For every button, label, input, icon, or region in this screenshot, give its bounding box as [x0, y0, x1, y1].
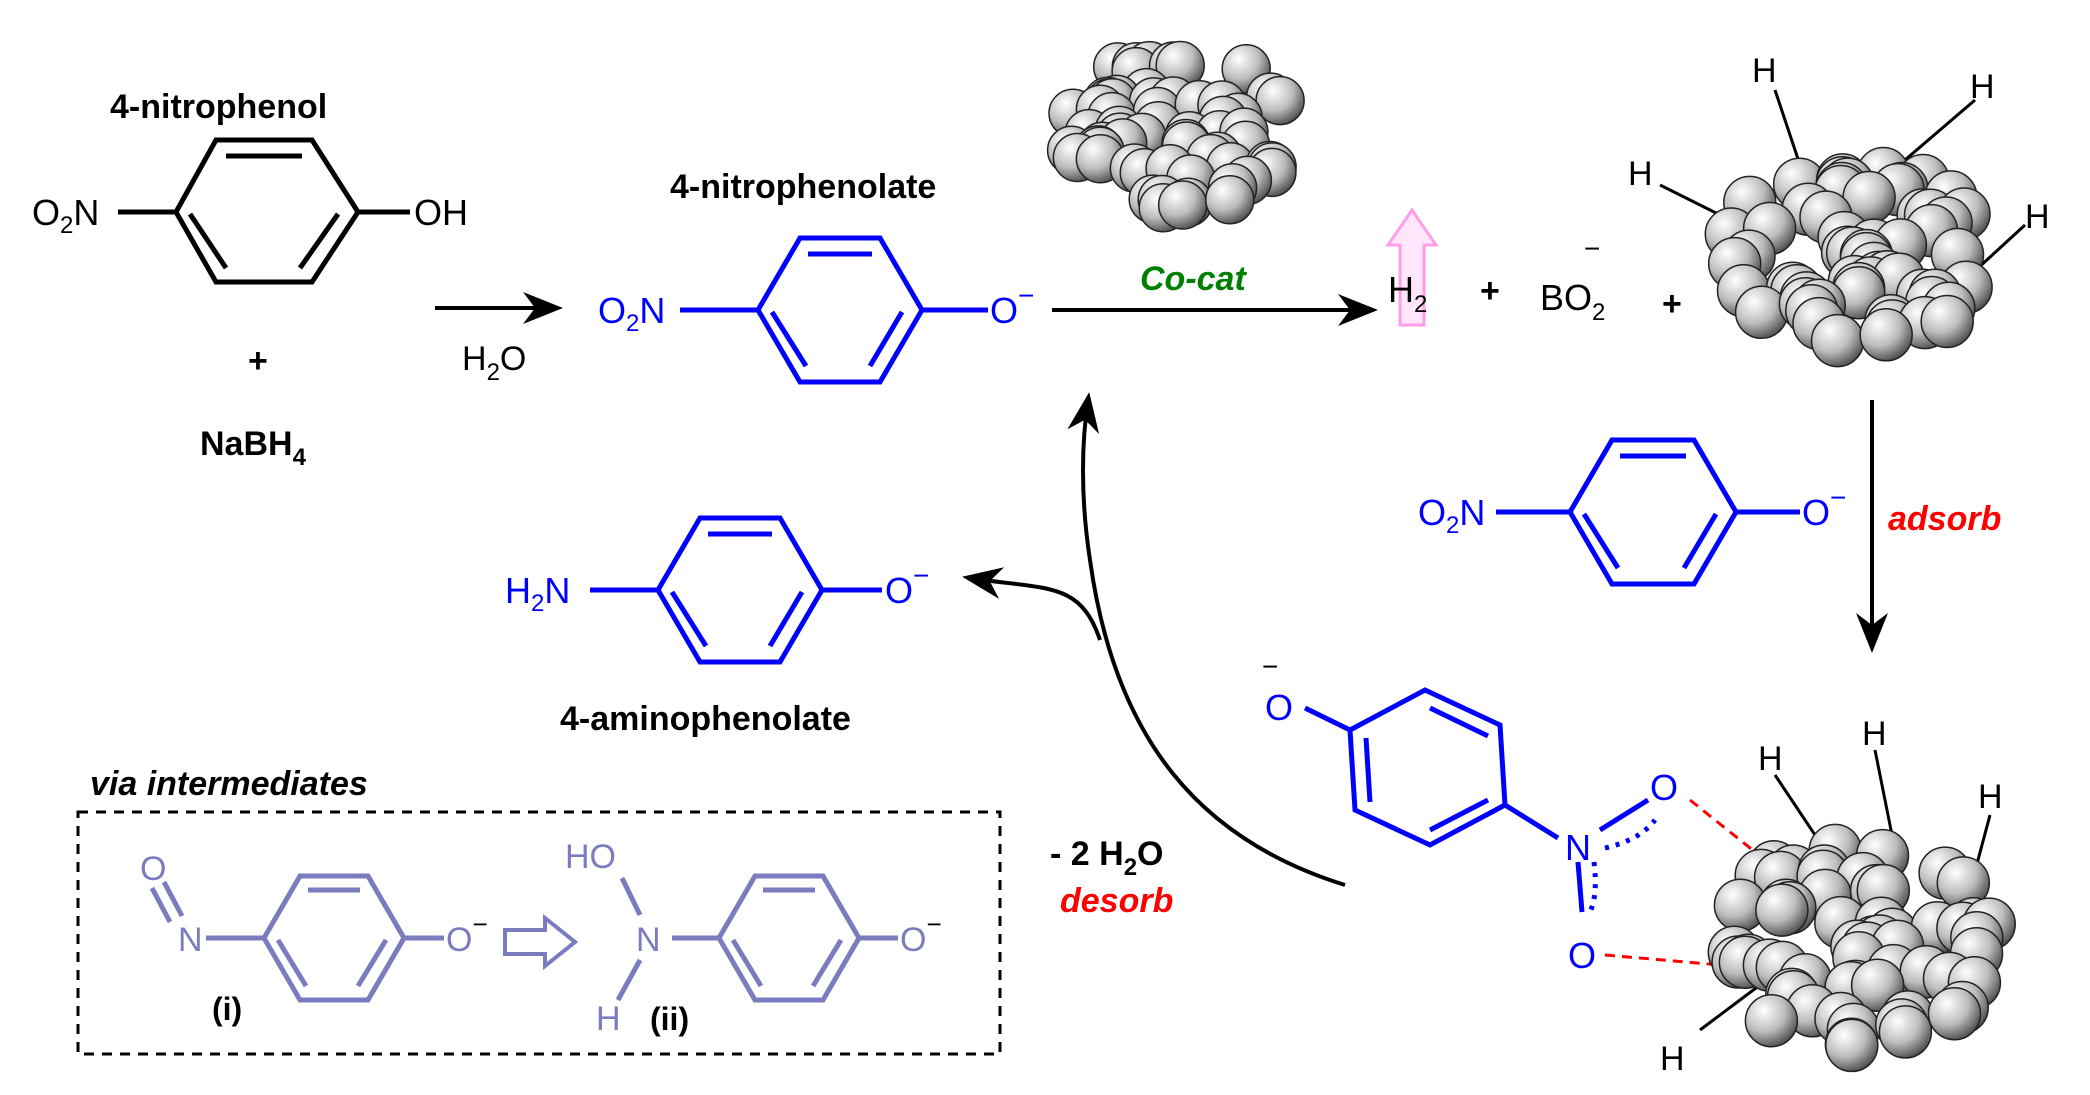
hydrogen-atom: H [1660, 1040, 1685, 1078]
plus-sign: + [1662, 285, 1682, 323]
metal-atom-sphere [1927, 986, 1982, 1041]
nitrophenol-label: 4-nitrophenol [110, 88, 327, 126]
intermediates-heading: via intermediates [90, 765, 368, 803]
hydrogen-atom: H [1752, 52, 1777, 90]
benzene-ring [615, 873, 898, 1003]
hydrogen-atom: H [1862, 715, 1887, 753]
amine-hydrogen: H [596, 1000, 621, 1038]
cobalt-nanoparticle-icon [1704, 146, 1993, 368]
cobalt-nanoparticle-icon [1046, 40, 1305, 233]
metal-atom-sphere [1744, 993, 1799, 1048]
desorb-label: desorb [1060, 882, 1173, 920]
phenolate-charge: − [1262, 651, 1278, 682]
hollow-arrow-icon [503, 913, 579, 971]
intermediates-box [76, 810, 1002, 1056]
nitrophenolate-label: 4-nitrophenolate [670, 168, 936, 206]
cobalt-nanoparticle-icon [1707, 823, 2016, 1073]
nitroso-intermediate: O N O− (i) [140, 850, 488, 1027]
water-label: H2O [462, 340, 526, 386]
benzene-ring [1496, 437, 1800, 587]
nitro-group: O2N [598, 290, 665, 337]
hydrogen-atom: H [1758, 740, 1783, 778]
nitrophenolate-molecule: O2N O− [1418, 437, 1846, 587]
reaction-arrow-icon [1067, 392, 1346, 887]
nabh4-label: NaBH4 [200, 425, 307, 471]
aminophenolate-molecule: H2N O− [505, 515, 929, 665]
nitro-group: O2N [1418, 492, 1485, 539]
intermediate-i-label: (i) [212, 991, 242, 1027]
hydroxyl-group: HO [565, 838, 616, 876]
hydrogen-atom: H [2025, 198, 2050, 236]
amine-nitrogen: N [636, 921, 661, 959]
aminophenolate-label: 4-aminophenolate [560, 700, 851, 738]
metal-atom-sphere [1878, 1005, 1933, 1059]
metal-atom-sphere [1755, 883, 1809, 937]
plus-sign: + [1480, 272, 1500, 310]
metal-atom-sphere [1157, 180, 1208, 230]
metaborate-label: BO2 [1540, 277, 1605, 326]
metal-atom-sphere [1825, 1018, 1879, 1073]
phenolate-oxygen: O− [446, 909, 488, 959]
hydrogenated-nanoparticle: H H H H [1628, 52, 2050, 368]
metal-atom-sphere [1920, 294, 1974, 349]
metal-atom-sphere [1205, 174, 1255, 225]
nitro-oxygen: O [1568, 935, 1596, 976]
hydroxylamine-intermediate: HO N H O− (ii) [565, 838, 942, 1038]
adsorbed-nitrophenolate: O − N O O [1262, 651, 1791, 976]
nitroso-oxygen: O [140, 850, 166, 888]
benzene-ring [590, 515, 882, 665]
plus-sign: + [248, 342, 268, 380]
gas-evolution-arrow-icon [1385, 207, 1439, 327]
intermediate-ii-label: (ii) [650, 1001, 689, 1037]
hydrogen-atom: H [1628, 155, 1653, 193]
hydrogenated-nanoparticle: H H H H [1660, 715, 2016, 1078]
phenolate-oxygen: O− [1802, 482, 1846, 533]
hydroxyl-group: OH [414, 192, 468, 233]
nitro-oxygen: O [1650, 767, 1678, 808]
adsorb-label: adsorb [1888, 500, 2001, 538]
nitro-group: O2N [32, 192, 99, 239]
cocat-label: Co-cat [1140, 260, 1247, 298]
hydrogen-atom: H [1978, 778, 2003, 816]
phenolate-oxygen: O− [900, 909, 942, 959]
nitrophenolate-molecule: O2N O− [598, 235, 1034, 385]
hydrogen-gas-label: H2 [1388, 269, 1427, 318]
benzene-ring [149, 873, 444, 1003]
benzene-ring [680, 235, 988, 385]
metaborate-charge: − [1584, 233, 1600, 264]
metal-atom-sphere [1810, 313, 1865, 368]
phenolate-oxygen: O− [990, 280, 1034, 331]
hydrogen-atom: H [1970, 68, 1995, 106]
reaction-arrow-icon [962, 567, 1102, 641]
water-loss-label: - 2 H2O [1050, 835, 1164, 881]
benzene-ring [1303, 687, 1650, 913]
nitroso-nitrogen: N [178, 921, 203, 959]
resonance-bond [1587, 861, 1598, 914]
nitrophenol-molecule: 4-nitrophenol O2N OH [32, 88, 468, 285]
phenolate-oxygen: O [1265, 687, 1293, 728]
benzene-ring [118, 137, 410, 285]
amino-group: H2N [505, 570, 570, 617]
phenolate-oxygen: O− [885, 560, 929, 611]
nitro-nitrogen: N [1565, 827, 1591, 868]
metal-atom-sphere [1859, 308, 1913, 362]
metal-atom-sphere [1734, 285, 1789, 340]
